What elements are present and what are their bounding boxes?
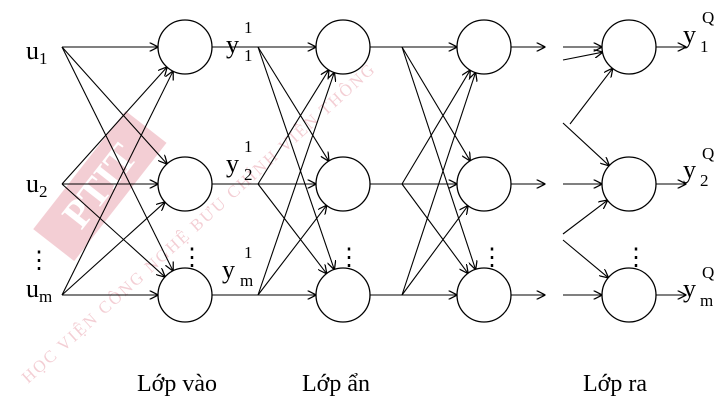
svg-text:y: y	[683, 274, 696, 303]
edge-input1-to-l1n3	[61, 46, 173, 271]
neuron-col1-row3	[157, 267, 213, 323]
output-label-yQm: y Q m	[683, 263, 714, 310]
connections	[61, 46, 686, 296]
svg-text:1: 1	[244, 18, 253, 37]
svg-text:1: 1	[244, 137, 253, 156]
watermark: PTIT HỌC VIỆN CÔNG NGHỆ BƯU CHÍNH VIỄN T…	[17, 58, 379, 387]
edge-l2n3-to-l3n1	[401, 73, 476, 296]
neuron-col4-row2	[601, 156, 657, 212]
svg-text:u2: u2	[26, 169, 48, 201]
ellipsis-layer2: ⋮	[337, 245, 361, 271]
edge-l1n3-to-l2n1	[257, 73, 334, 296]
ellipsis-layer3: ⋮	[480, 245, 504, 271]
neuron-col3-row1	[456, 19, 512, 75]
neurons	[157, 19, 657, 323]
neuron-col2-row3	[315, 267, 371, 323]
edge-input1-to-l1n2	[61, 46, 167, 164]
input-label-u2: u2	[26, 169, 48, 201]
svg-text:Q: Q	[702, 263, 714, 282]
svg-text:y: y	[222, 255, 235, 284]
in-frag-o2-a	[562, 122, 609, 166]
svg-text:2: 2	[244, 165, 253, 184]
svg-text:y: y	[683, 20, 696, 49]
in-frag-o1-a	[562, 52, 603, 61]
edge-l2n1-to-l3n3	[401, 46, 476, 269]
neuron-col3-row3	[456, 267, 512, 323]
in-frag-o1-b	[569, 68, 613, 125]
neuron-col4-row1	[601, 19, 657, 75]
output-label-yQ1: y Q 1	[683, 8, 714, 56]
hidden-output-label-ym: y 1 m	[222, 243, 253, 290]
edge-l1n3-to-l2n2	[257, 205, 327, 296]
svg-text:y: y	[683, 155, 696, 184]
layer-label-hidden: Lớp ẩn	[302, 371, 370, 397]
edge-l2n3-to-l3n2	[401, 206, 468, 296]
ellipsis-inputs: ⋮	[27, 248, 51, 274]
in-frag-o2-b	[562, 200, 607, 235]
svg-text:y: y	[226, 30, 239, 59]
edge-l1n2-to-l2n1	[257, 70, 329, 185]
svg-text:um: um	[26, 274, 52, 306]
input-label-u1: u1	[26, 36, 48, 68]
edge-input2-to-l1n1	[61, 67, 167, 185]
svg-text:1: 1	[244, 243, 253, 262]
svg-text:1: 1	[244, 46, 253, 65]
neuron-col2-row2	[315, 156, 371, 212]
neuron-col2-row1	[315, 19, 371, 75]
svg-text:m: m	[700, 291, 713, 310]
svg-text:Q: Q	[702, 8, 714, 27]
hidden-output-label-y1: y 1 1	[226, 18, 253, 65]
input-label-um: um	[26, 274, 52, 306]
ellipsis-output: ⋮	[624, 245, 648, 271]
edge-input2-to-l1n3	[61, 183, 165, 277]
neuron-col4-row3	[601, 267, 657, 323]
neuron-col1-row1	[157, 19, 213, 75]
svg-text:1: 1	[700, 37, 709, 56]
watermark-logo: PTIT	[33, 110, 167, 262]
svg-text:y: y	[226, 149, 239, 178]
svg-text:Q: Q	[702, 144, 714, 163]
edge-input3-to-l1n2	[61, 202, 165, 296]
in-frag-o3-a	[562, 239, 608, 278]
edge-l2n2-to-l3n1	[401, 70, 470, 185]
layer-label-output: Lớp ra	[583, 371, 647, 397]
svg-text:u1: u1	[26, 36, 48, 68]
edge-l2n1-to-l3n2	[401, 46, 470, 161]
ellipsis-layer1: ⋮	[180, 245, 204, 271]
edge-l2n2-to-l3n3	[401, 183, 468, 273]
neuron-col3-row2	[456, 156, 512, 212]
edge-l1n2-to-l2n3	[257, 183, 327, 274]
layer-label-input: Lớp vào	[137, 371, 217, 397]
edge-l1n1-to-l2n3	[257, 46, 334, 269]
neuron-col1-row2	[157, 156, 213, 212]
edge-l1n1-to-l2n2	[257, 46, 329, 161]
output-label-yQ2: y Q 2	[683, 144, 714, 190]
svg-text:2: 2	[700, 171, 709, 190]
hidden-output-label-y2: y 1 2	[226, 137, 253, 184]
svg-text:m: m	[240, 271, 253, 290]
edge-input3-to-l1n1	[61, 71, 173, 296]
